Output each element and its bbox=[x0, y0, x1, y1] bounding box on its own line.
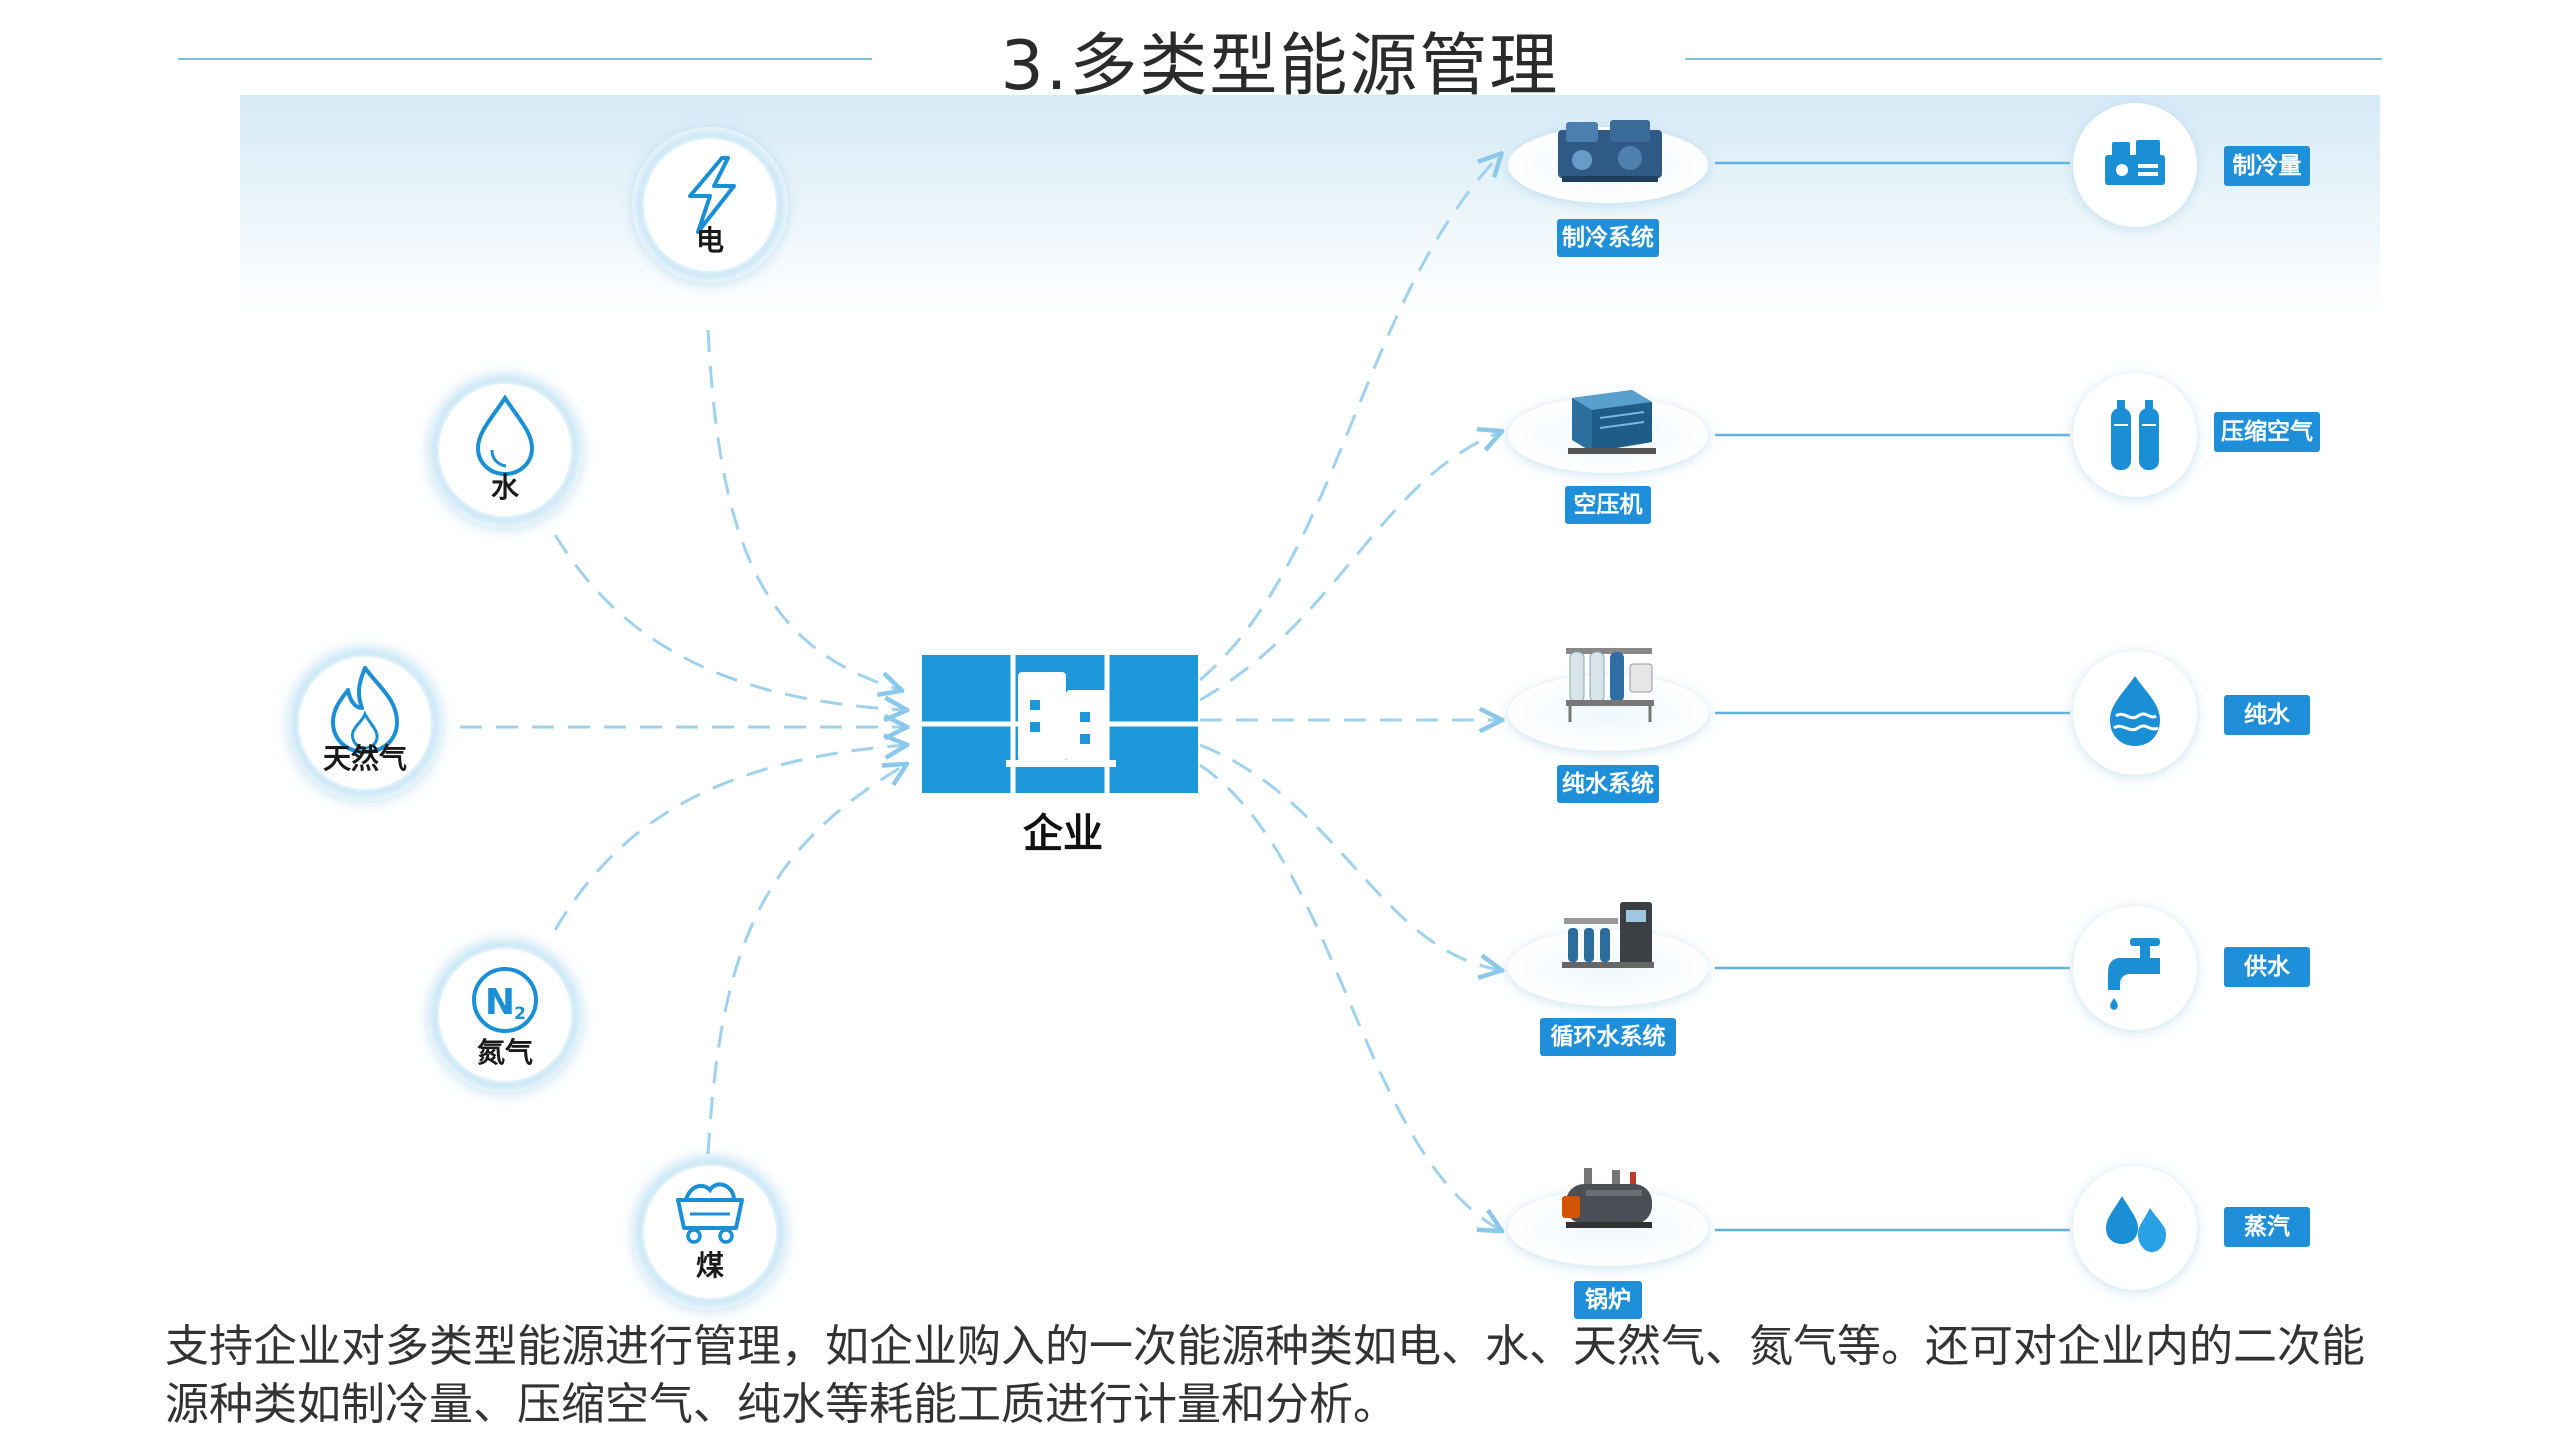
flow-line-compressor bbox=[1199, 432, 1500, 702]
boiler-icon bbox=[1562, 1168, 1652, 1228]
air-compressor-icon bbox=[1568, 390, 1656, 454]
output-node-steam: 蒸汽 bbox=[2073, 1166, 2310, 1290]
system-badge bbox=[1565, 486, 1651, 524]
nitrogen-symbol: N bbox=[485, 982, 515, 1023]
enterprise-node: 企业 bbox=[922, 655, 1198, 857]
flow-line-electricity bbox=[706, 329, 900, 690]
system-label: 制冷系统 bbox=[1562, 224, 1654, 251]
system-label: 锅炉 bbox=[1585, 1286, 1631, 1313]
chiller-icon bbox=[2105, 140, 2165, 185]
source-label: 电 bbox=[696, 224, 724, 257]
source-node-water: 水 bbox=[427, 372, 583, 528]
system-node-compressor: 空压机 bbox=[1508, 390, 1708, 524]
system-label: 纯水系统 bbox=[1562, 770, 1654, 797]
flow-lines bbox=[460, 155, 1500, 1230]
output-label: 蒸汽 bbox=[2244, 1213, 2290, 1240]
source-label: 氮气 bbox=[477, 1036, 533, 1069]
building-icon bbox=[922, 655, 1198, 793]
faucet-icon bbox=[2108, 938, 2160, 1010]
chiller-unit-icon bbox=[1558, 120, 1662, 182]
output-label: 制冷量 bbox=[2233, 152, 2302, 179]
coal-cart-icon bbox=[676, 1182, 744, 1244]
output-node-cooling: 制冷量 bbox=[2073, 103, 2310, 227]
output-node-pure-water: 纯水 bbox=[2073, 651, 2310, 775]
water-drop-icon bbox=[475, 394, 535, 477]
source-node-electricity: 电 bbox=[632, 127, 788, 283]
output-label: 压缩空气 bbox=[2221, 418, 2313, 445]
output-node-water-supply: 供水 bbox=[2073, 906, 2310, 1030]
system-badge bbox=[1557, 765, 1659, 803]
page-title: 3.多类型能源管理 bbox=[1000, 27, 1560, 106]
output-label: 供水 bbox=[2243, 953, 2291, 980]
system-badge bbox=[1574, 1281, 1642, 1319]
flame-icon bbox=[331, 666, 399, 754]
output-lines bbox=[1715, 161, 2070, 1232]
system-label: 空压机 bbox=[1574, 491, 1643, 518]
source-node-coal: 煤 bbox=[632, 1154, 788, 1310]
flow-line-chiller bbox=[1199, 155, 1500, 682]
output-badge bbox=[2224, 1207, 2310, 1247]
source-node-gas: 天然气 bbox=[287, 645, 443, 801]
output-badge bbox=[2224, 947, 2310, 987]
system-label: 循环水系统 bbox=[1551, 1023, 1666, 1050]
output-badge bbox=[2224, 146, 2310, 186]
system-node-chiller: 制冷系统 bbox=[1508, 120, 1708, 257]
system-badge bbox=[1540, 1018, 1676, 1056]
output-badge bbox=[2214, 412, 2320, 452]
flow-line-nitrogen bbox=[553, 745, 905, 931]
lightning-icon bbox=[688, 156, 736, 234]
source-label: 煤 bbox=[696, 1249, 724, 1282]
output-label: 纯水 bbox=[2244, 701, 2291, 728]
system-node-circulation: 循环水系统 bbox=[1508, 902, 1708, 1056]
enterprise-label: 企业 bbox=[1023, 811, 1103, 857]
pure-water-icon bbox=[2110, 676, 2160, 746]
source-label: 水 bbox=[491, 471, 520, 504]
diagram-background bbox=[240, 95, 2380, 1320]
flow-line-circulation bbox=[1199, 743, 1500, 970]
nitrogen-icon: N 2 bbox=[472, 967, 538, 1033]
source-node-nitrogen: N 2 氮气 bbox=[427, 937, 583, 1093]
flow-line-water bbox=[553, 534, 905, 710]
description-text: 支持企业对多类型能源进行管理，如企业购入的一次能源种类如电、水、天然气、氮气等。… bbox=[165, 1321, 2365, 1430]
system-node-purifier: 纯水系统 bbox=[1508, 648, 1708, 803]
gas-cylinders-icon bbox=[2111, 400, 2159, 470]
source-label: 天然气 bbox=[323, 742, 407, 775]
nitrogen-subscript: 2 bbox=[514, 1004, 526, 1024]
flow-line-boiler bbox=[1199, 763, 1500, 1230]
water-purifier-icon bbox=[1566, 648, 1654, 722]
pump-station-icon bbox=[1562, 902, 1654, 968]
steam-drops-icon bbox=[2106, 1196, 2166, 1252]
system-node-boiler: 锅炉 bbox=[1508, 1168, 1708, 1319]
output-badge bbox=[2224, 695, 2310, 735]
flow-line-coal bbox=[706, 765, 905, 1156]
system-badge bbox=[1557, 219, 1659, 257]
output-node-compressed-air: 压缩空气 bbox=[2073, 373, 2320, 497]
